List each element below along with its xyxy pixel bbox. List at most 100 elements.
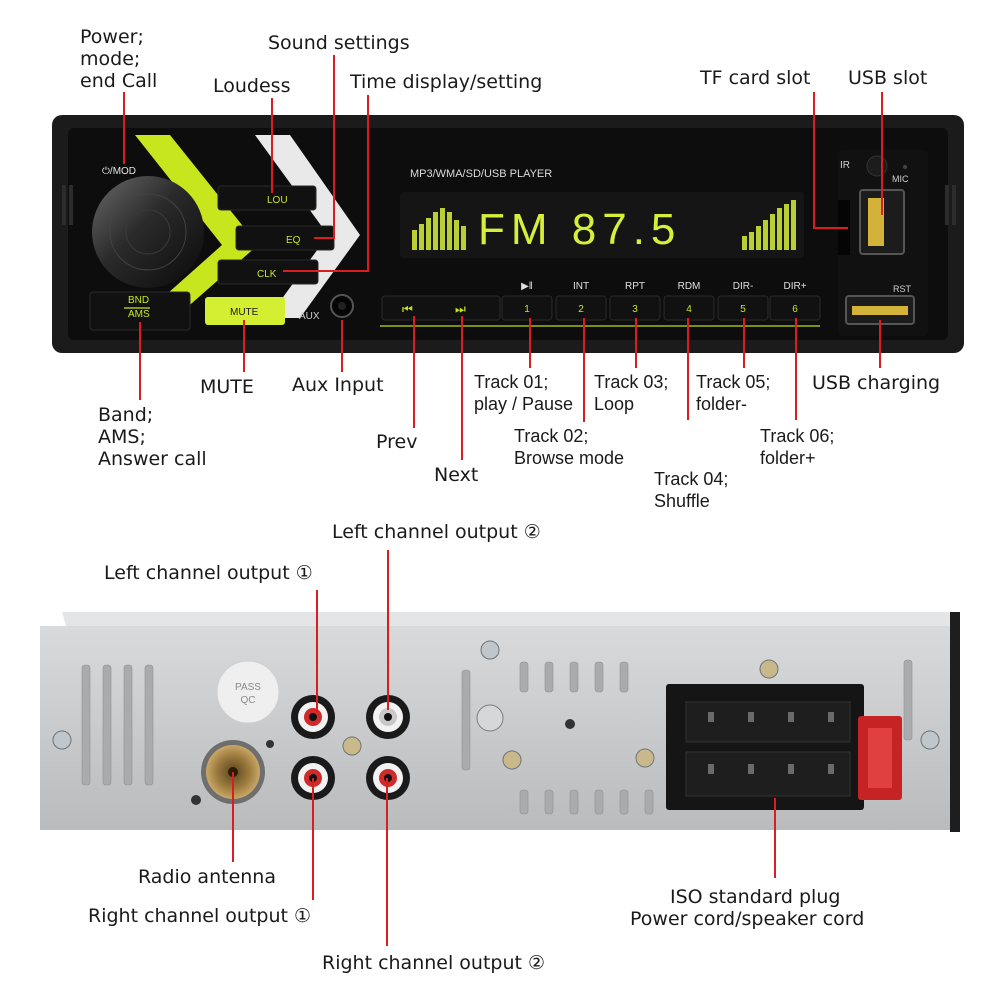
- preset-top-label: RPT: [625, 281, 645, 292]
- mute-button[interactable]: [205, 297, 285, 325]
- preset-button-1[interactable]: [501, 295, 553, 321]
- pass-qc-sticker: [216, 660, 280, 724]
- qc-label: QC: [241, 695, 256, 706]
- preset-top-label: RDM: [678, 281, 701, 292]
- vent-slot: [569, 789, 579, 815]
- eq-bar: [763, 220, 768, 250]
- preset-number: 1: [524, 304, 530, 315]
- callout-tf-slot: TF card slot: [700, 67, 811, 89]
- vent-slot: [569, 661, 579, 693]
- callout-radio-antenna: Radio antenna: [138, 866, 276, 888]
- iso-pin: [748, 712, 754, 722]
- callout-power-cord: Power cord/speaker cord: [630, 908, 865, 930]
- callout-track05-a: Track 05;: [696, 372, 771, 392]
- eq-bar: [447, 212, 452, 250]
- vent-slot: [644, 789, 654, 815]
- preset-top-label: DIR+: [783, 281, 806, 292]
- callout-track02-a: Track 02;: [514, 426, 589, 446]
- callout-track01-a: Track 01;: [474, 372, 549, 392]
- callout-track04-b: Shuffle: [654, 491, 710, 511]
- vent-slot: [519, 789, 529, 815]
- preset-number: 4: [686, 304, 692, 315]
- iso-pin: [828, 712, 834, 722]
- lcd-display: [400, 192, 804, 258]
- callout-end-call: end Call: [80, 70, 158, 92]
- callout-usb-charging: USB charging: [812, 372, 941, 394]
- eq-bar: [777, 208, 782, 250]
- iso-pin: [828, 764, 834, 774]
- iso-pin: [748, 764, 754, 774]
- vent-slot: [619, 661, 629, 693]
- iso-pin: [708, 764, 714, 774]
- callout-mode: mode;: [80, 48, 141, 70]
- eq-bar: [433, 212, 438, 250]
- preset-button-2[interactable]: [555, 295, 607, 321]
- callout-usb-slot: USB slot: [848, 67, 928, 89]
- prev-next-rocker[interactable]: [381, 295, 501, 321]
- ir-label: IR: [840, 160, 850, 171]
- iso-pin: [788, 764, 794, 774]
- pass-label: PASS: [235, 682, 261, 693]
- preset-top-label: ▶‖: [521, 281, 533, 292]
- callout-band: Band;: [98, 404, 154, 426]
- vent-slot: [594, 661, 604, 693]
- callout-lines: [123, 55, 883, 946]
- eq-bar: [756, 226, 761, 250]
- preset-number: 6: [792, 304, 798, 315]
- eq-bar: [784, 204, 789, 250]
- callout-prev: Prev: [376, 431, 418, 453]
- eq-label: EQ: [286, 235, 301, 246]
- lou-label: LOU: [267, 195, 288, 206]
- aux-label: AUX: [299, 311, 320, 322]
- callout-track05-b: folder-: [696, 394, 748, 414]
- eq-bar: [461, 226, 466, 250]
- display-eq-bars: [412, 200, 796, 250]
- callout-track04-a: Track 04;: [654, 469, 729, 489]
- rst-label: RST: [893, 284, 912, 294]
- eq-bar: [742, 236, 747, 250]
- ams-label: AMS: [128, 309, 150, 320]
- callout-track06-b: folder+: [760, 448, 816, 468]
- mic-label: MIC: [892, 174, 909, 184]
- callout-loudess: Loudess: [213, 75, 291, 97]
- callout-right-channel-2: Right channel output ②: [322, 952, 546, 974]
- iso-pin: [788, 712, 794, 722]
- vent-slot: [594, 789, 604, 815]
- eq-bar: [440, 208, 445, 250]
- callout-ams: AMS;: [98, 426, 146, 448]
- vent-slot: [619, 789, 629, 815]
- eq-bar: [426, 218, 431, 250]
- mute-label: MUTE: [230, 307, 259, 318]
- prev-glyph: ⏮: [402, 302, 413, 316]
- callout-sound-settings: Sound settings: [268, 32, 410, 54]
- eq-bar: [419, 224, 424, 250]
- callout-answer-call: Answer call: [98, 448, 207, 470]
- callout-left-channel-2: Left channel output ②: [332, 521, 541, 543]
- vent-slot: [544, 661, 554, 693]
- iso-plug[interactable]: [666, 684, 902, 810]
- display-frequency: FM 87.5: [478, 205, 681, 254]
- vent-slot: [544, 789, 554, 815]
- eq-bar: [749, 232, 754, 250]
- callout-track06-a: Track 06;: [760, 426, 835, 446]
- callout-track01-b: play / Pause: [474, 394, 574, 414]
- clk-label: CLK: [257, 269, 277, 280]
- preset-top-label: DIR-: [733, 281, 754, 292]
- volume-knob[interactable]: [92, 176, 204, 288]
- power-mod-label: ⏻/MOD: [102, 166, 136, 177]
- callout-track02-b: Browse mode: [514, 448, 625, 468]
- bnd-label: BND: [128, 295, 149, 306]
- callout-mute: MUTE: [200, 376, 254, 398]
- callout-iso-plug: ISO standard plug: [670, 886, 841, 908]
- preset-number: 2: [578, 304, 584, 315]
- callout-track03-a: Track 03;: [594, 372, 669, 392]
- callout-track03-b: Loop: [594, 394, 635, 414]
- callout-right-channel-1: Right channel output ①: [88, 905, 312, 927]
- lou-button[interactable]: [217, 185, 317, 211]
- callout-power: Power;: [80, 26, 144, 48]
- callout-time-display: Time display/setting: [350, 71, 543, 93]
- preset-number: 5: [740, 304, 746, 315]
